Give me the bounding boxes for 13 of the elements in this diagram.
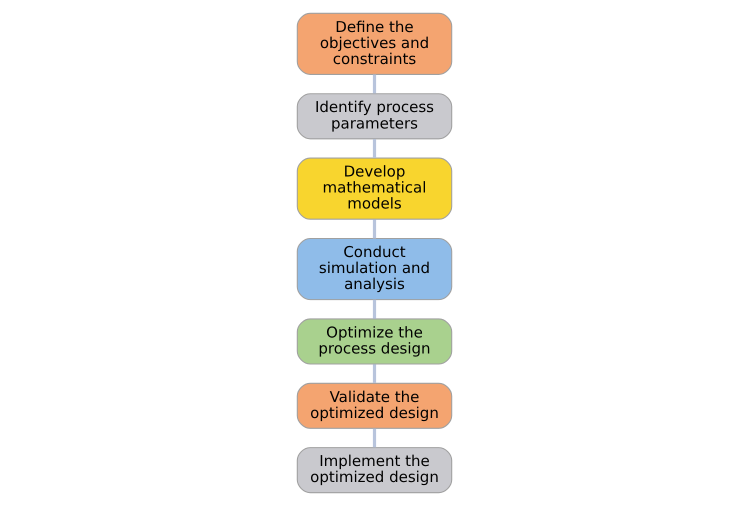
node-box: Validate the optimized design xyxy=(296,382,452,429)
connector xyxy=(372,220,376,238)
connector xyxy=(372,428,376,448)
node-box: Identify process parameters xyxy=(296,93,452,140)
node-box: Develop mathematical models xyxy=(296,158,452,220)
connector xyxy=(372,139,376,158)
node-box: Optimize the process design xyxy=(296,318,452,365)
node-box: Define the objectives and constraints xyxy=(296,12,452,75)
node-box: Conduct simulation and analysis xyxy=(296,238,452,300)
node-box: Implement the optimized design xyxy=(296,447,452,494)
connector xyxy=(372,300,376,319)
connector xyxy=(372,364,376,384)
connector xyxy=(372,74,376,94)
